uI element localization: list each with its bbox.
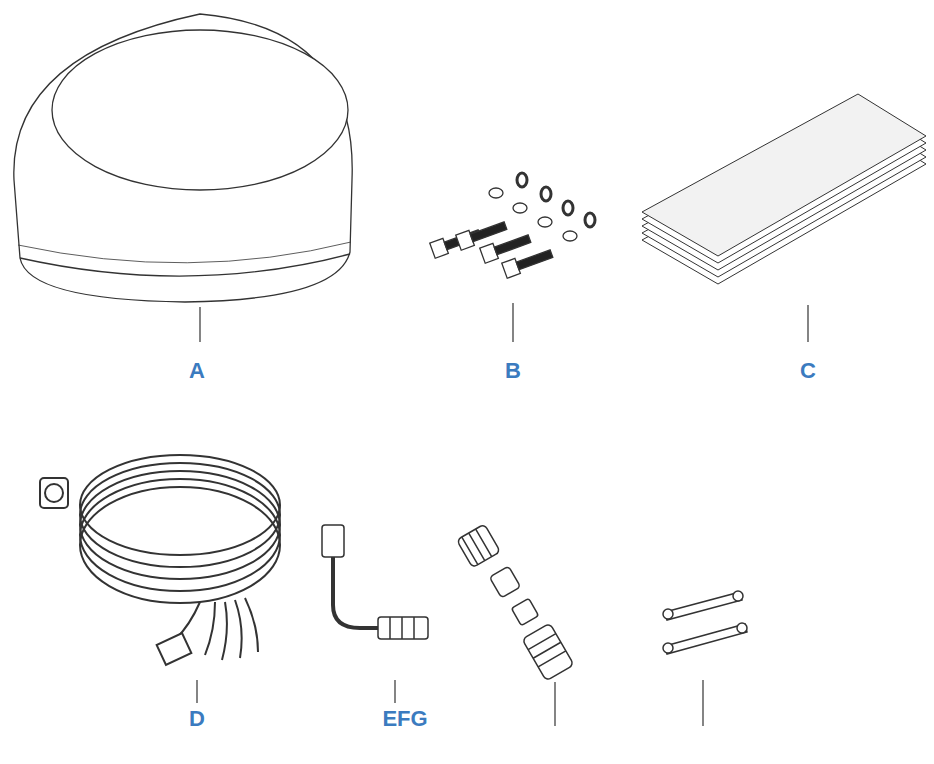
document-stack: [642, 94, 926, 284]
callout-letter: C: [800, 358, 816, 384]
callout-letter: B: [505, 358, 521, 384]
callout-letter: D: [189, 706, 205, 732]
callout-letter: EFG: [382, 706, 427, 732]
leader-lines: [197, 303, 808, 726]
antenna-dome: [14, 14, 352, 302]
coiled-cable: [40, 455, 280, 665]
adapter-cable: [322, 525, 428, 639]
callout-letter: A: [189, 358, 205, 384]
connector-kit: [457, 524, 574, 681]
mounting-brackets: [663, 591, 747, 654]
bolts-washers: [430, 173, 595, 278]
